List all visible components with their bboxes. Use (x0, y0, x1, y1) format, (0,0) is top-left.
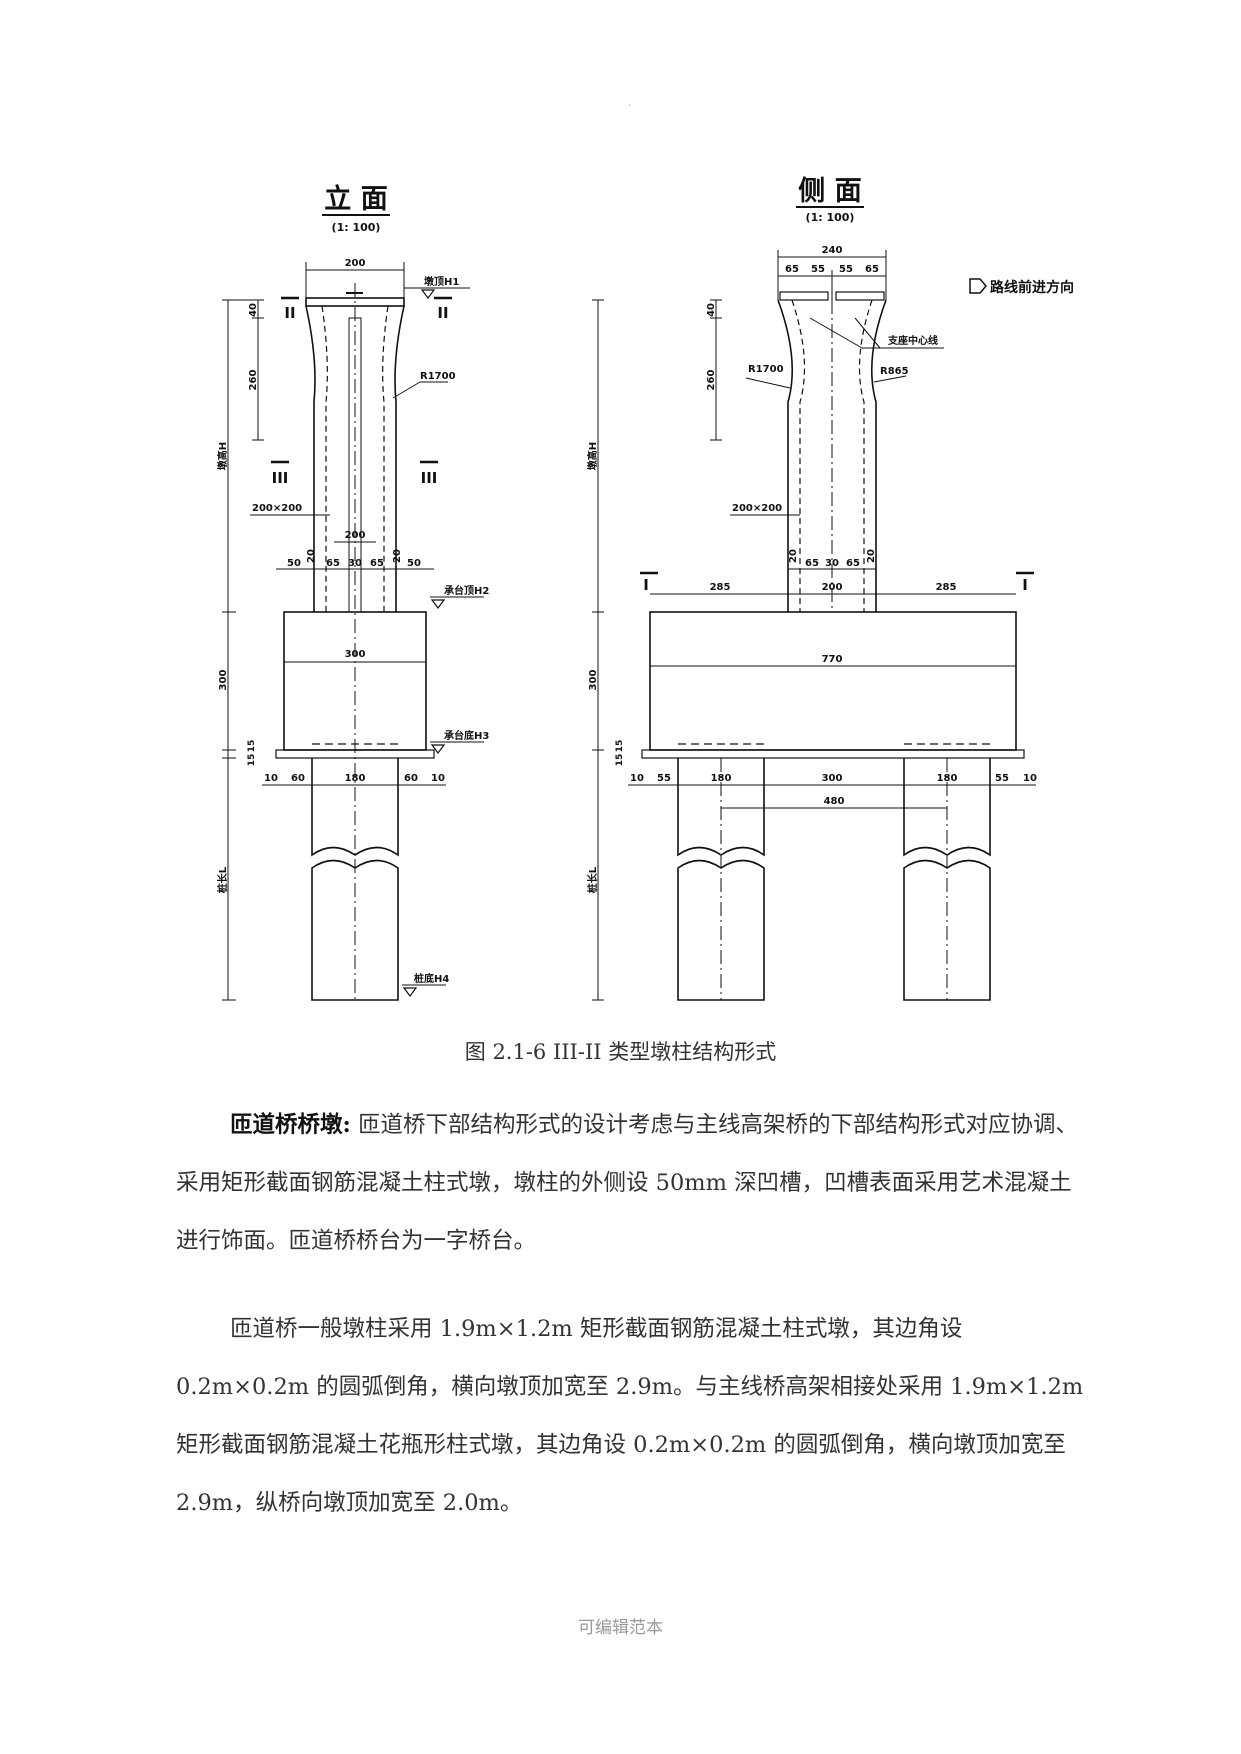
dim-20-l: 20 (306, 549, 317, 563)
label-pier-height-elev: 墩高H (216, 442, 229, 470)
paragraph-2-text: 匝道桥一般墩柱采用 1.9m×1.2m 矩形截面钢筋混凝土柱式墩，其边角设 0.… (176, 1316, 1084, 1516)
dim-300-cap: 300 (345, 649, 366, 660)
elevation-view: 立 面 (1: 100) 200 II (216, 183, 489, 1001)
side-view: 侧 面 (1: 100) 路线前进方向 240 65 55 55 65 (586, 176, 1074, 1001)
side-scale: (1: 100) (806, 211, 855, 224)
dim-770: 770 (822, 654, 843, 665)
label-chengtai-bottom: 承台底H3 (444, 729, 489, 742)
dim-top-width: 200 (345, 258, 366, 269)
label-pier-height-side: 墩高H (586, 442, 599, 470)
section-I-right: I (1022, 576, 1028, 594)
dim-240: 240 (822, 245, 843, 256)
label-r1700-side: R1700 (748, 364, 784, 375)
dim-65-r: 65 (370, 558, 384, 569)
dim-200-side: 200 (822, 582, 843, 593)
pier-structure-drawing: 立 面 (1: 100) 200 II (216, 176, 1074, 1001)
dim-50-r: 50 (407, 558, 421, 569)
dim-40-elev: 40 (248, 303, 259, 317)
dim-480: 480 (824, 796, 845, 807)
side-title: 侧 面 (798, 176, 861, 207)
dim-180-pile: 180 (345, 773, 366, 784)
dim-65-l: 65 (326, 558, 340, 569)
label-chengtai-top: 承台顶H2 (444, 584, 489, 597)
section-III-left: III (272, 469, 289, 487)
dim-50-l: 50 (287, 558, 301, 569)
dim-260-side: 260 (706, 370, 717, 391)
label-zhuangdi: 桩底H4 (414, 972, 449, 985)
dim-65-sr: 65 (846, 558, 860, 569)
dim-55-tr: 55 (839, 264, 853, 275)
label-pile-length-side: 桩长L (586, 866, 599, 893)
section-II-left: II (284, 304, 295, 322)
figure-caption: 图 2.1-6 III-II 类型墩柱结构形式 (464, 1040, 777, 1064)
dim-30: 30 (348, 558, 362, 569)
dim-60-l: 60 (291, 773, 305, 784)
dim-55-tl: 55 (811, 264, 825, 275)
dim-300-side: 300 (588, 670, 599, 691)
section-I-left: I (643, 576, 649, 594)
dim-60-r: 60 (404, 773, 418, 784)
dim-55-sr: 55 (995, 773, 1009, 784)
label-chamfer-elev: 200×200 (252, 503, 302, 514)
direction-note: 路线前进方向 (990, 279, 1074, 296)
dim-10-r: 10 (431, 773, 445, 784)
dim-180-sl: 180 (711, 773, 732, 784)
dim-40-side: 40 (706, 303, 717, 317)
paragraph-1-text: 匝道桥下部结构形式的设计考虑与主线高架桥的下部结构形式对应协调、采用矩形截面钢筋… (176, 1112, 1078, 1254)
dim-285-l: 285 (710, 582, 731, 593)
section-III-right: III (421, 469, 438, 487)
dim-180-sr: 180 (937, 773, 958, 784)
elevation-title: 立 面 (324, 183, 387, 215)
dim-65-tl: 65 (785, 264, 799, 275)
dim-20-sl: 20 (788, 549, 799, 563)
dim-10-sr: 10 (1023, 773, 1037, 784)
label-r865: R865 (880, 366, 909, 377)
dim-200-col: 200 (345, 530, 366, 541)
elevation-scale: (1: 100) (332, 221, 381, 234)
dim-65-tr: 65 (865, 264, 879, 275)
paragraph-1-lead: 匝道桥桥墩: (230, 1112, 351, 1138)
section-II-right: II (437, 304, 448, 322)
dim-20-sr: 20 (866, 549, 877, 563)
dim-260-elev: 260 (248, 370, 259, 391)
footer-note: 可编辑范本 (578, 1618, 663, 1638)
paragraph-1: 匝道桥桥墩: 匝道桥下部结构形式的设计考虑与主线高架桥的下部结构形式对应协调、采… (176, 1096, 1088, 1270)
paragraph-2: 匝道桥一般墩柱采用 1.9m×1.2m 矩形截面钢筋混凝土柱式墩，其边角设 0.… (176, 1300, 1088, 1532)
label-pile-length-elev: 桩长L (216, 866, 229, 893)
dim-300-elev: 300 (218, 670, 229, 691)
label-bearing-center: 支座中心线 (887, 334, 938, 347)
dim-300-piles: 300 (822, 773, 843, 784)
dim-10-l: 10 (264, 773, 278, 784)
dim-285-r: 285 (936, 582, 957, 593)
dim-15b-side: 15 (615, 754, 625, 767)
dim-15b-elev: 15 (247, 754, 257, 767)
label-dunding: 墩顶H1 (424, 275, 459, 288)
dim-30-s: 30 (825, 558, 839, 569)
dim-55-sl: 55 (657, 773, 671, 784)
dim-20-r: 20 (392, 549, 403, 563)
dim-15a-side: 15 (615, 740, 625, 753)
header-mark: . (628, 98, 632, 109)
label-chamfer-side: 200×200 (732, 503, 782, 514)
dim-15a-elev: 15 (247, 740, 257, 753)
label-r1700-elev: R1700 (420, 371, 456, 382)
dim-10-sl: 10 (630, 773, 644, 784)
dim-65-sl: 65 (805, 558, 819, 569)
